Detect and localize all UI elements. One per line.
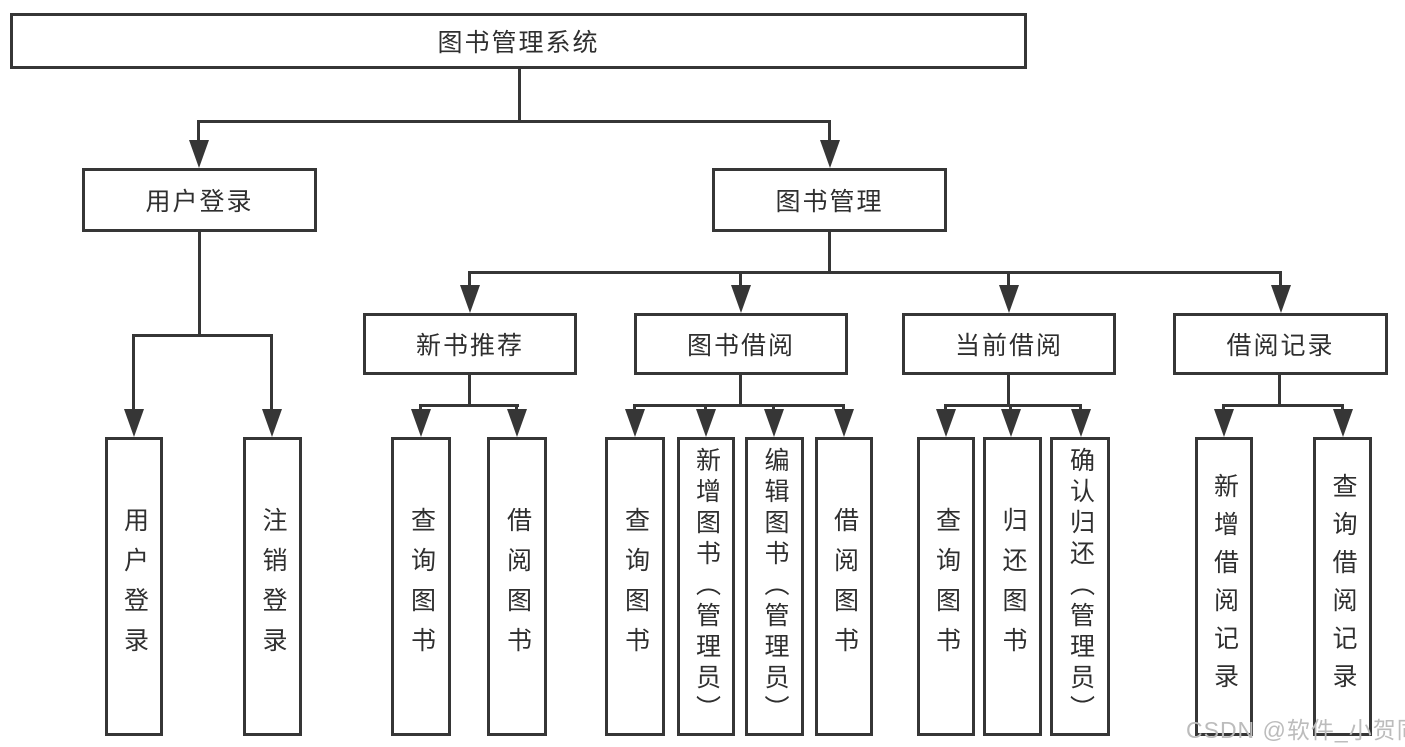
connector-line bbox=[419, 404, 422, 412]
connector-line bbox=[1341, 404, 1344, 412]
node-label: 用户登录 bbox=[120, 506, 149, 667]
leaf-recommend-borrow-books: 借阅图书 bbox=[487, 437, 547, 736]
arrowhead-icon bbox=[411, 409, 431, 437]
node-library-management-system: 图书管理系统 bbox=[10, 13, 1027, 69]
arrowhead-icon bbox=[1271, 285, 1291, 313]
node-label: 借阅记录 bbox=[1226, 332, 1335, 360]
connector-line bbox=[1007, 271, 1010, 287]
leaf-add-borrow-record: 新增借阅记录 bbox=[1195, 437, 1253, 736]
arrowhead-icon bbox=[1071, 409, 1091, 437]
csdn-watermark: CSDN @软件_小贺同学 bbox=[1186, 717, 1405, 743]
arrowhead-icon bbox=[936, 409, 956, 437]
node-label: 图书借阅 bbox=[686, 332, 795, 360]
node-label: 借阅图书 bbox=[503, 506, 532, 667]
leaf-current-query-books: 查询图书 bbox=[917, 437, 975, 736]
node-label: 用户登录 bbox=[145, 188, 254, 216]
connector-line bbox=[132, 334, 135, 411]
connector-line bbox=[515, 404, 518, 412]
node-label: 确认归还（管理员） bbox=[1066, 447, 1095, 726]
connector-line bbox=[842, 404, 845, 412]
leaf-confirm-return-admin: 确认归还（管理员） bbox=[1050, 437, 1110, 736]
arrowhead-icon bbox=[507, 409, 527, 437]
arrowhead-icon bbox=[625, 409, 645, 437]
arrowhead-icon bbox=[834, 409, 854, 437]
node-book-management: 图书管理 bbox=[712, 168, 947, 232]
node-label: 查询图书 bbox=[621, 506, 650, 667]
connector-line bbox=[1222, 404, 1225, 412]
connector-line bbox=[828, 232, 831, 273]
connector-line bbox=[468, 271, 1282, 274]
arrowhead-icon bbox=[820, 140, 840, 168]
leaf-add-books-admin: 新增图书（管理员） bbox=[677, 437, 735, 736]
connector-line bbox=[739, 375, 742, 406]
arrowhead-icon bbox=[999, 285, 1019, 313]
connector-line bbox=[468, 271, 471, 287]
node-label: 注销登录 bbox=[259, 506, 287, 667]
connector-line bbox=[197, 120, 200, 144]
connector-line bbox=[1079, 404, 1082, 412]
node-new-book-recommend: 新书推荐 bbox=[363, 313, 577, 375]
connector-line bbox=[739, 271, 742, 287]
connector-line bbox=[633, 404, 845, 407]
connector-line bbox=[1007, 375, 1010, 406]
leaf-user-login: 用户登录 bbox=[105, 437, 163, 736]
connector-line bbox=[518, 69, 521, 122]
node-book-borrowing: 图书借阅 bbox=[634, 313, 848, 375]
connector-line bbox=[198, 232, 201, 336]
connector-line bbox=[132, 334, 273, 337]
leaf-recommend-query-books: 查询图书 bbox=[391, 437, 451, 736]
arrowhead-icon bbox=[460, 285, 480, 313]
node-label: 归还图书 bbox=[999, 506, 1027, 667]
leaf-borrowing-query-books: 查询图书 bbox=[605, 437, 665, 736]
connector-line bbox=[944, 404, 1082, 407]
connector-line bbox=[772, 404, 775, 412]
connector-line bbox=[468, 375, 471, 406]
node-label: 编辑图书（管理员） bbox=[761, 447, 789, 726]
node-label: 借阅图书 bbox=[830, 506, 859, 667]
connector-line bbox=[1279, 271, 1282, 287]
connector-line bbox=[1278, 375, 1281, 406]
node-label: 新增借阅记录 bbox=[1210, 472, 1239, 701]
node-user-login-group: 用户登录 bbox=[82, 168, 317, 232]
connector-line bbox=[419, 404, 519, 407]
node-label: 新书推荐 bbox=[415, 332, 524, 360]
node-label: 查询图书 bbox=[932, 506, 961, 667]
arrowhead-icon bbox=[1214, 409, 1234, 437]
arrowhead-icon bbox=[262, 409, 282, 437]
connector-line bbox=[704, 404, 707, 412]
connector-line bbox=[1009, 404, 1012, 412]
connector-line bbox=[1222, 404, 1344, 407]
connector-line bbox=[197, 120, 831, 123]
leaf-query-borrow-record: 查询借阅记录 bbox=[1313, 437, 1372, 736]
arrowhead-icon bbox=[731, 285, 751, 313]
node-current-borrowing: 当前借阅 bbox=[902, 313, 1116, 375]
connector-line bbox=[828, 120, 831, 144]
arrowhead-icon bbox=[124, 409, 144, 437]
arrowhead-icon bbox=[1001, 409, 1021, 437]
connector-line bbox=[633, 404, 636, 412]
node-label: 查询借阅记录 bbox=[1329, 472, 1357, 701]
node-label: 图书管理系统 bbox=[437, 29, 600, 57]
leaf-borrowing-borrow-books: 借阅图书 bbox=[815, 437, 873, 736]
leaf-logout: 注销登录 bbox=[243, 437, 302, 736]
leaf-edit-books-admin: 编辑图书（管理员） bbox=[745, 437, 804, 736]
connector-line bbox=[944, 404, 947, 412]
node-label: 新增图书（管理员） bbox=[692, 447, 721, 726]
node-label: 查询图书 bbox=[407, 506, 436, 667]
connector-line bbox=[270, 334, 273, 411]
node-label: 图书管理 bbox=[775, 188, 884, 216]
arrowhead-icon bbox=[696, 409, 716, 437]
node-label: 当前借阅 bbox=[954, 332, 1063, 360]
arrowhead-icon bbox=[189, 140, 209, 168]
node-borrowing-records: 借阅记录 bbox=[1173, 313, 1388, 375]
leaf-return-books: 归还图书 bbox=[983, 437, 1042, 736]
arrowhead-icon bbox=[764, 409, 784, 437]
arrowhead-icon bbox=[1333, 409, 1353, 437]
